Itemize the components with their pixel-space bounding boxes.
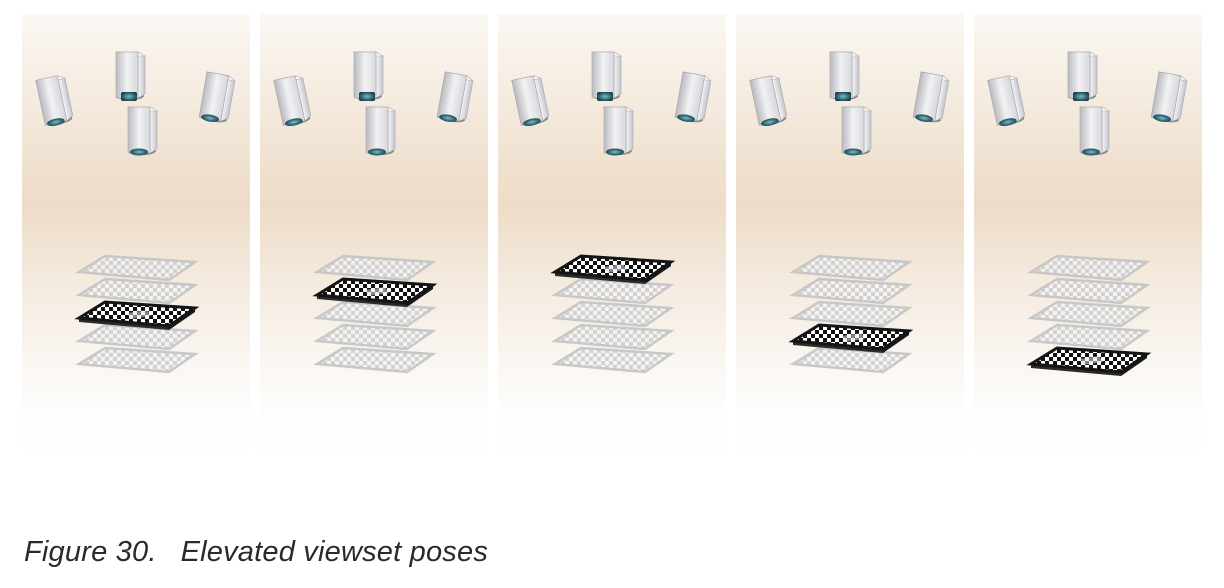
checkerboard-icon	[789, 277, 913, 305]
figure-title: Elevated viewset poses	[180, 536, 489, 568]
checkerboard-icon	[75, 323, 199, 351]
checkerboard-icon	[313, 323, 437, 351]
camera-icon	[828, 51, 861, 101]
checkerboard-icon	[789, 300, 913, 328]
checkerboard-icon	[551, 323, 675, 351]
checkerboard-icon	[1026, 346, 1152, 376]
viewset-panel	[260, 14, 488, 464]
checkerboard-icon	[1027, 323, 1151, 351]
viewset-illustration	[986, 51, 1188, 376]
viewset-illustration	[34, 51, 236, 374]
checkerboard-icon	[313, 254, 437, 282]
camera-icon	[34, 75, 74, 127]
camera-icon	[352, 51, 385, 101]
checkerboard-icon	[789, 346, 913, 374]
camera-icon	[436, 71, 474, 123]
camera-icon	[1066, 51, 1099, 101]
viewset-panel	[736, 14, 964, 464]
checkerboard-icon	[1027, 277, 1151, 305]
figure-caption: Figure 30. Elevated viewset poses	[24, 536, 488, 569]
checkerboard-icon	[75, 254, 199, 282]
camera-icon	[840, 106, 873, 156]
camera-icon	[674, 71, 712, 123]
checkerboard-icon	[1027, 300, 1151, 328]
checkerboard-icon	[75, 277, 199, 305]
camera-icon	[602, 106, 635, 156]
checkerboard-icon	[312, 277, 438, 307]
camera-icon	[272, 75, 312, 127]
figure-label: Figure 30.	[24, 536, 157, 568]
camera-icon	[510, 75, 550, 127]
checkerboard-icon	[788, 323, 914, 353]
checkerboard-icon	[551, 300, 675, 328]
checkerboard-icon	[313, 346, 437, 374]
checkerboard-icon	[1027, 254, 1151, 282]
camera-icon	[1078, 106, 1111, 156]
checkerboard-icon	[551, 277, 675, 305]
viewset-panel	[498, 14, 726, 464]
viewset-panel	[22, 14, 250, 464]
camera-icon	[364, 106, 397, 156]
checkerboard-icon	[550, 254, 676, 284]
checkerboard-icon	[551, 346, 675, 374]
checkerboard-icon	[74, 300, 200, 330]
camera-icon	[114, 51, 147, 101]
checkerboard-icon	[313, 300, 437, 328]
viewset-panel	[974, 14, 1202, 464]
checkerboard-icon	[789, 254, 913, 282]
camera-icon	[912, 71, 950, 123]
viewset-illustration	[748, 51, 950, 374]
camera-icon	[126, 106, 159, 156]
figure-panels	[22, 14, 1202, 464]
camera-icon	[1150, 71, 1188, 123]
checkerboard-icon	[75, 346, 199, 374]
camera-icon	[748, 75, 788, 127]
viewset-illustration	[272, 51, 474, 374]
camera-icon	[986, 75, 1026, 127]
camera-icon	[590, 51, 623, 101]
viewset-illustration	[510, 51, 712, 374]
camera-icon	[198, 71, 236, 123]
